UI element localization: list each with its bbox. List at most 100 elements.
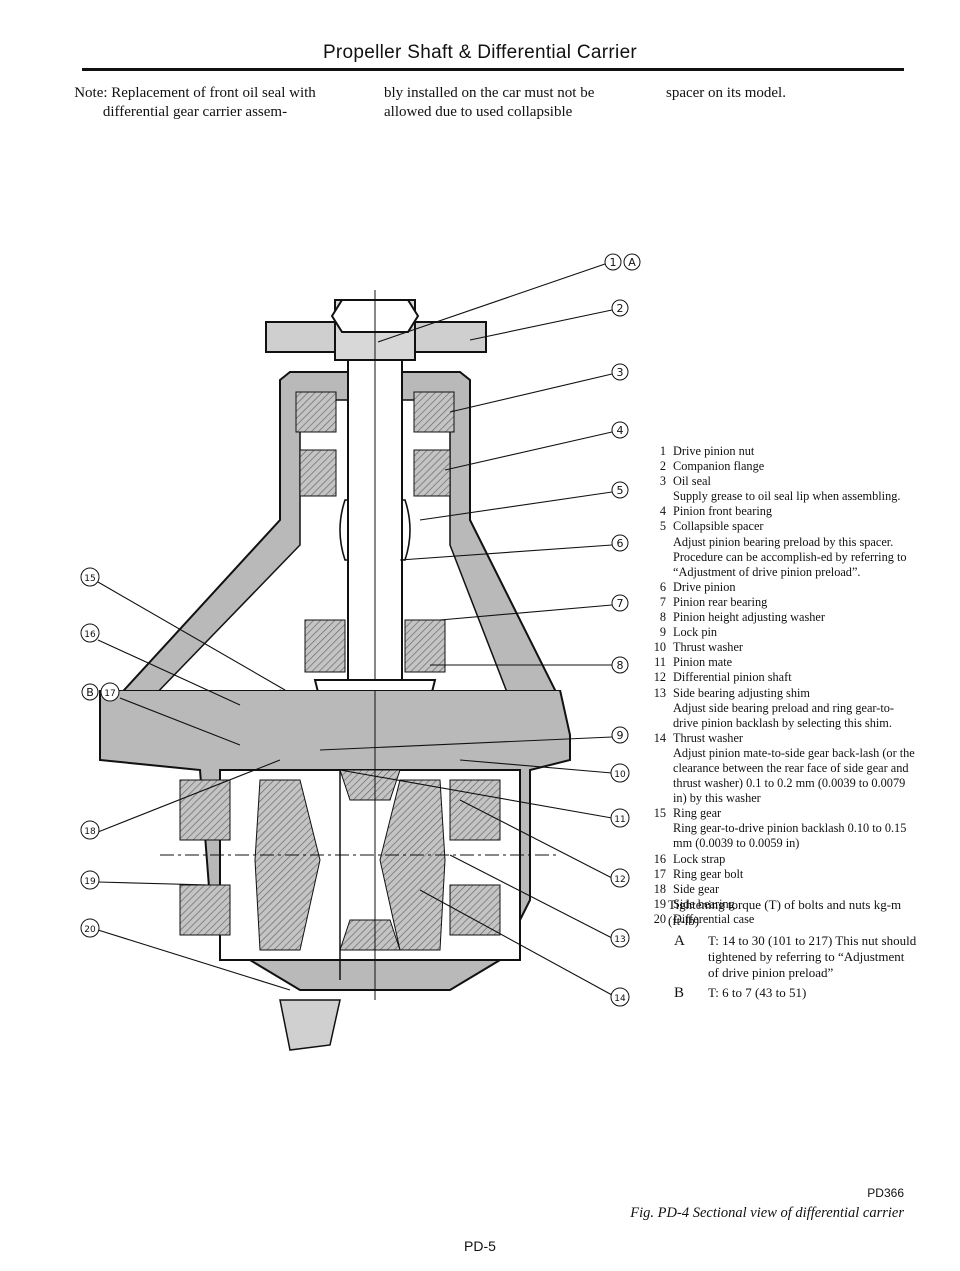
leader-19 [97, 881, 211, 886]
note-column-3: spacer on its model. [666, 85, 786, 101]
callout-19: 19 [80, 870, 100, 890]
leader-13 [449, 854, 613, 939]
legend-item: Ring gear-to-drive pinion backlash 0.10 … [648, 821, 918, 851]
legend-text: Lock pin [673, 625, 718, 640]
legend-number [648, 821, 666, 851]
legend-text: Ring gear bolt [673, 866, 744, 881]
callout-8-label: 8 [617, 659, 624, 672]
legend-text: Thrust washer [673, 730, 744, 745]
legend-text: Drive pinion [673, 579, 736, 594]
legend-item: 8 Pinion height adjusting washer [648, 610, 918, 625]
callout-1: 1 [604, 253, 622, 271]
leader-9 [319, 736, 613, 751]
legend-item: 6 Drive pinion [648, 580, 918, 595]
legend-text: Lock strap [673, 851, 726, 866]
legend-text: Oil seal [673, 474, 711, 489]
legend-text: Pinion mate [673, 655, 733, 670]
callout-16: 16 [80, 623, 100, 643]
callout-16-label: 16 [84, 630, 96, 640]
callout-7: 7 [611, 594, 629, 612]
torque-text-A: T: 14 to 30 (101 to 217) This nut should… [708, 933, 917, 980]
legend-number [648, 489, 666, 504]
legend-item: 16 Lock strap [648, 852, 918, 867]
callout-B-label: B [86, 686, 94, 699]
differential-case-diagram [99, 690, 571, 1051]
callout-9: 9 [611, 726, 629, 744]
legend-number: 20 [653, 911, 666, 926]
callout-13-label: 13 [614, 935, 625, 945]
figure-caption: Fig. PD-4 Sectional view of differential… [630, 1205, 904, 1221]
leader-2 [469, 309, 613, 341]
callout-A: A [623, 253, 641, 271]
pinion-rear-bearing-right [404, 619, 446, 673]
legend-number: 16 [653, 851, 666, 866]
legend-item: Adjust side bearing preload and ring gea… [648, 701, 918, 731]
legend-text: Companion flange [673, 459, 765, 474]
callout-14-label: 14 [614, 994, 626, 1004]
callout-18: 18 [80, 820, 100, 840]
torque-item-A: A T: 14 to 30 (101 to 217) This nut shou… [668, 933, 918, 981]
legend-number: 11 [654, 655, 666, 670]
legend-number: 1 [659, 444, 666, 458]
legend-number: 12 [653, 670, 666, 685]
side-bearing-right-upper [449, 779, 501, 841]
callout-3: 3 [611, 363, 629, 381]
oil-seal-left [295, 391, 337, 433]
legend-number: 6 [659, 579, 666, 594]
header-rule [82, 68, 904, 71]
leader-1 [377, 263, 606, 343]
callout-1-label: 1 [610, 256, 617, 269]
legend-number: 7 [659, 594, 666, 609]
callout-2-label: 2 [617, 302, 624, 315]
side-bearing-right-lower [449, 884, 501, 936]
callout-11: 11 [610, 808, 630, 828]
callout-17: 17 [100, 682, 120, 702]
callout-A-label: A [628, 256, 636, 269]
legend-text: Ring gear-to-drive pinion backlash 0.10 … [673, 821, 907, 851]
torque-item-B: B T: 6 to 7 (43 to 51) [668, 985, 918, 1001]
leader-18 [97, 759, 281, 833]
callout-10-label: 10 [614, 770, 626, 780]
torque-symbol-B: B [674, 985, 685, 1001]
callout-20: 20 [80, 918, 100, 938]
legend-text: Side bearing [673, 896, 735, 911]
torque-specs: Tightening torque (T) of bolts and nuts … [668, 897, 918, 1001]
callout-B: B [81, 683, 99, 701]
callout-2: 2 [611, 299, 629, 317]
leader-16 [97, 639, 241, 706]
legend-item: Supply grease to oil seal lip when assem… [648, 489, 918, 504]
legend-text: Pinion height adjusting washer [673, 610, 825, 625]
callout-15-label: 15 [84, 574, 95, 584]
pinion-mate-lower [339, 919, 401, 951]
callout-3-label: 3 [617, 366, 624, 379]
note-column-1: Note: Replacement of front oil seal with… [74, 85, 316, 120]
callout-7-label: 7 [617, 597, 624, 610]
legend-number [648, 746, 666, 806]
page-header-title: Propeller Shaft & Differential Carrier [322, 42, 638, 63]
legend-number [648, 701, 666, 731]
legend-number: 5 [659, 519, 666, 534]
legend-text: Ring gear [673, 806, 722, 821]
oil-seal-right [413, 391, 455, 433]
legend-number: 4 [659, 504, 666, 519]
callout-12: 12 [610, 868, 630, 888]
legend-number: 8 [659, 610, 666, 625]
leader-15 [97, 581, 286, 691]
leader-5 [419, 491, 613, 521]
callout-6-label: 6 [617, 537, 624, 550]
